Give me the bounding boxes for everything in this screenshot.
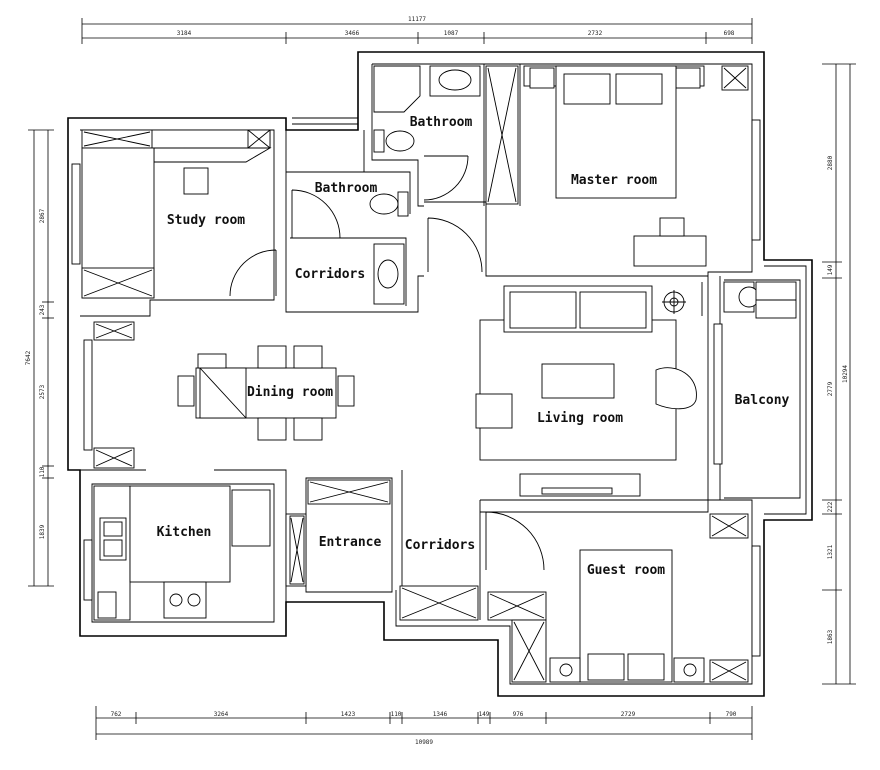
living-room-furniture bbox=[475, 285, 697, 497]
dim-bottom-2: 1423 bbox=[341, 711, 356, 718]
balcony-furniture bbox=[723, 281, 797, 319]
label-entrance: Entrance bbox=[319, 535, 382, 550]
guest-room-furniture bbox=[487, 513, 749, 683]
label-living-room: Living room bbox=[537, 411, 623, 426]
dim-bottom-6: 976 bbox=[513, 711, 524, 718]
dim-bottom-0: 762 bbox=[111, 711, 122, 718]
entrance-furniture bbox=[289, 479, 479, 621]
room-labels: Study room Bathroom Bathroom Master room… bbox=[157, 115, 790, 578]
dim-right-4: 1321 bbox=[827, 544, 834, 559]
dim-left-total: 7642 bbox=[25, 350, 32, 365]
dim-top-1: 3466 bbox=[345, 30, 360, 37]
bathroom-fixtures bbox=[369, 65, 481, 305]
dimension-labels: 11177 3184 3466 1087 2732 698 762 3264 1… bbox=[25, 16, 849, 746]
dim-top-2: 1087 bbox=[444, 30, 459, 37]
dim-bottom-8: 790 bbox=[726, 711, 737, 718]
dim-left-1: 243 bbox=[39, 304, 46, 315]
dim-top-0: 3184 bbox=[177, 30, 192, 37]
dim-right-5: 1863 bbox=[827, 629, 834, 644]
dim-left-4: 1839 bbox=[39, 524, 46, 539]
dim-left-2: 2573 bbox=[39, 384, 46, 399]
label-bathroom-top: Bathroom bbox=[410, 115, 473, 130]
label-dining-room: Dining room bbox=[247, 385, 333, 400]
dimension-lines bbox=[28, 18, 856, 740]
dim-left-3: 110 bbox=[39, 466, 46, 477]
dim-top-4: 698 bbox=[724, 30, 735, 37]
dim-top-3: 2732 bbox=[588, 30, 603, 37]
master-room-furniture bbox=[485, 65, 749, 267]
dim-left-0: 2867 bbox=[39, 208, 46, 223]
kitchen-furniture bbox=[93, 485, 271, 621]
dim-bottom-1: 3264 bbox=[214, 711, 229, 718]
dim-bottom-4: 1346 bbox=[433, 711, 448, 718]
dim-right-2: 2779 bbox=[827, 381, 834, 396]
dim-right-3: 222 bbox=[827, 501, 834, 512]
label-master-room: Master room bbox=[571, 173, 657, 188]
dim-right-0: 2880 bbox=[827, 155, 834, 170]
label-kitchen: Kitchen bbox=[157, 525, 212, 540]
label-bathroom-mid: Bathroom bbox=[315, 181, 378, 196]
dim-right-total: 10294 bbox=[842, 365, 849, 383]
label-guest-room: Guest room bbox=[587, 563, 665, 578]
label-study-room: Study room bbox=[167, 213, 245, 228]
dim-right-1: 149 bbox=[827, 264, 834, 275]
dim-bottom-3: 110 bbox=[391, 711, 402, 718]
label-balcony: Balcony bbox=[735, 393, 790, 408]
dim-bottom-total: 10989 bbox=[415, 739, 433, 746]
study-room-furniture bbox=[81, 129, 272, 299]
dim-top-total: 11177 bbox=[408, 16, 426, 23]
dining-room-furniture bbox=[93, 321, 355, 469]
label-corridors-bottom: Corridors bbox=[405, 538, 475, 553]
label-corridors-top: Corridors bbox=[295, 267, 365, 282]
dim-bottom-7: 2729 bbox=[621, 711, 636, 718]
dim-bottom-5: 149 bbox=[479, 711, 490, 718]
doors bbox=[229, 155, 703, 571]
